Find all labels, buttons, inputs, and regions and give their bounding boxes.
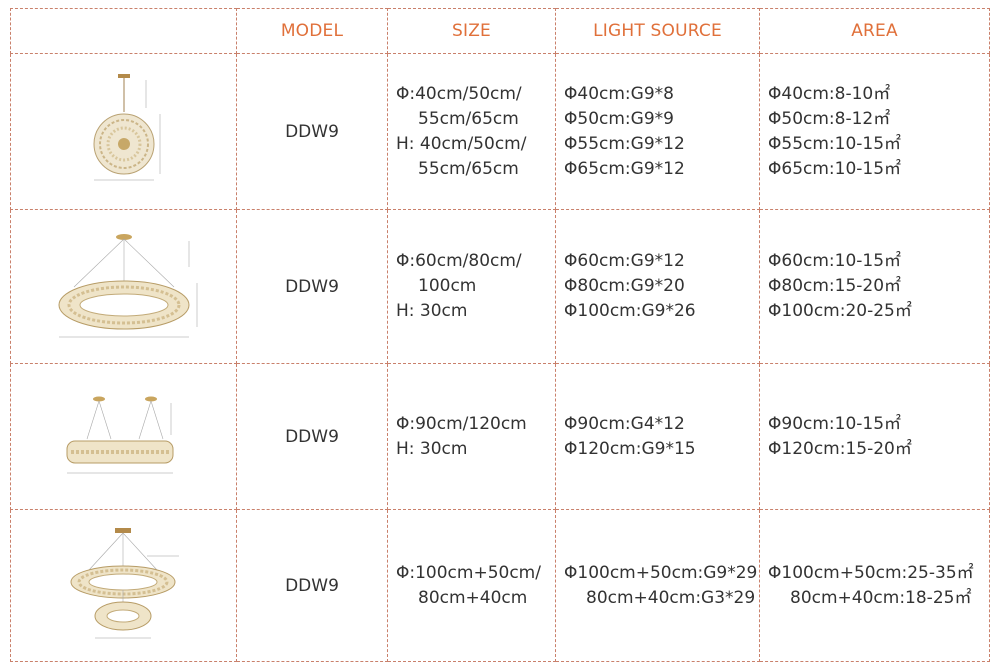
header-light-source: LIGHT SOURCE xyxy=(555,8,760,54)
sphere-chandelier-image xyxy=(93,73,160,180)
size-line: 55cm/65cm xyxy=(418,158,519,179)
tiered-chandelier-image xyxy=(70,527,179,638)
light-line: Φ50cm:G9*9 xyxy=(564,108,674,129)
light-source-cell: Φ90cm:G4*12 Φ120cm:G9*15 xyxy=(555,363,760,510)
size-line: Φ:40cm/50cm/ xyxy=(396,83,522,104)
area-line: Φ100cm:20-25㎡ xyxy=(768,301,912,321)
area-line: Φ90cm:10-15㎡ xyxy=(768,413,902,434)
size-cell: Φ:90cm/120cm H: 30cm xyxy=(387,363,556,510)
light-line: Φ55cm:G9*12 xyxy=(564,133,685,154)
product-image-cell xyxy=(10,209,237,364)
model-cell: DDW9 xyxy=(236,53,388,210)
area-line: Φ60cm:10-15㎡ xyxy=(768,251,902,271)
area-line: Φ40cm:8-10㎡ xyxy=(768,83,891,104)
light-line: 80cm+40cm:G3*29 xyxy=(586,587,756,608)
model-cell: DDW9 xyxy=(236,363,388,510)
light-line: Φ100cm:G9*26 xyxy=(564,301,696,321)
light-line: Φ80cm:G9*20 xyxy=(564,276,685,296)
area-line: Φ50cm:8-12㎡ xyxy=(768,108,891,129)
ring-chandelier-image xyxy=(58,233,197,337)
size-line: Φ:100cm+50cm/ xyxy=(396,562,541,583)
product-image-cell xyxy=(10,509,237,662)
model-cell: DDW9 xyxy=(236,209,388,364)
area-cell: Φ100cm+50cm:25-35㎡ 80cm+40cm:18-25㎡ xyxy=(759,509,990,662)
size-line: H: 30cm xyxy=(396,301,468,321)
table-row: DDW9 Φ:40cm/50cm/ 55cm/65cm H: 40cm/50cm… xyxy=(10,53,990,210)
light-line: Φ65cm:G9*12 xyxy=(564,158,685,179)
area-line: Φ55cm:10-15㎡ xyxy=(768,133,902,154)
size-line: 80cm+40cm xyxy=(418,587,528,608)
size-line: 100cm xyxy=(418,276,477,296)
size-line: 55cm/65cm xyxy=(418,108,519,129)
area-line: Φ80cm:15-20㎡ xyxy=(768,276,902,296)
header-size: SIZE xyxy=(387,8,556,54)
size-cell: Φ:60cm/80cm/ 100cm H: 30cm xyxy=(387,209,556,364)
table-row: DDW9 Φ:100cm+50cm/ 80cm+40cm Φ100cm+50cm… xyxy=(10,509,990,662)
size-line: Φ:90cm/120cm xyxy=(396,413,527,434)
size-cell: Φ:40cm/50cm/ 55cm/65cm H: 40cm/50cm/ 55c… xyxy=(387,53,556,210)
area-line: Φ100cm+50cm:25-35㎡ xyxy=(768,562,974,583)
area-line: 80cm+40cm:18-25㎡ xyxy=(790,587,972,608)
product-image-cell xyxy=(10,363,237,510)
light-line: Φ120cm:G9*15 xyxy=(564,438,696,459)
table-row: DDW9 Φ:60cm/80cm/ 100cm H: 30cm Φ60cm:G9… xyxy=(10,209,990,364)
area-line: Φ120cm:15-20㎡ xyxy=(768,438,912,459)
model-cell: DDW9 xyxy=(236,509,388,662)
product-image-cell xyxy=(10,53,237,210)
light-line: Φ90cm:G4*12 xyxy=(564,413,685,434)
area-cell: Φ40cm:8-10㎡ Φ50cm:8-12㎡ Φ55cm:10-15㎡ Φ65… xyxy=(759,53,990,210)
linear-chandelier-image xyxy=(66,396,173,473)
area-line: Φ65cm:10-15㎡ xyxy=(768,158,902,179)
header-area: AREA xyxy=(759,8,990,54)
size-line: Φ:60cm/80cm/ xyxy=(396,251,522,271)
light-line: Φ40cm:G9*8 xyxy=(564,83,674,104)
size-line: H: 40cm/50cm/ xyxy=(396,133,527,154)
area-cell: Φ90cm:10-15㎡ Φ120cm:15-20㎡ xyxy=(759,363,990,510)
light-source-cell: Φ60cm:G9*12 Φ80cm:G9*20 Φ100cm:G9*26 xyxy=(555,209,760,364)
light-line: Φ100cm+50cm:G9*29 xyxy=(564,562,758,583)
table-row: DDW9 Φ:90cm/120cm H: 30cm Φ90cm:G4*12 Φ1… xyxy=(10,363,990,510)
size-cell: Φ:100cm+50cm/ 80cm+40cm xyxy=(387,509,556,662)
light-source-cell: Φ100cm+50cm:G9*29 80cm+40cm:G3*29 xyxy=(555,509,760,662)
header-model: MODEL xyxy=(236,8,388,54)
header-row: MODEL SIZE LIGHT SOURCE AREA xyxy=(10,8,990,54)
header-image xyxy=(10,8,237,54)
spec-table: MODEL SIZE LIGHT SOURCE AREA xyxy=(10,8,990,662)
light-line: Φ60cm:G9*12 xyxy=(564,251,685,271)
light-source-cell: Φ40cm:G9*8 Φ50cm:G9*9 Φ55cm:G9*12 Φ65cm:… xyxy=(555,53,760,210)
area-cell: Φ60cm:10-15㎡ Φ80cm:15-20㎡ Φ100cm:20-25㎡ xyxy=(759,209,990,364)
size-line: H: 30cm xyxy=(396,438,468,459)
